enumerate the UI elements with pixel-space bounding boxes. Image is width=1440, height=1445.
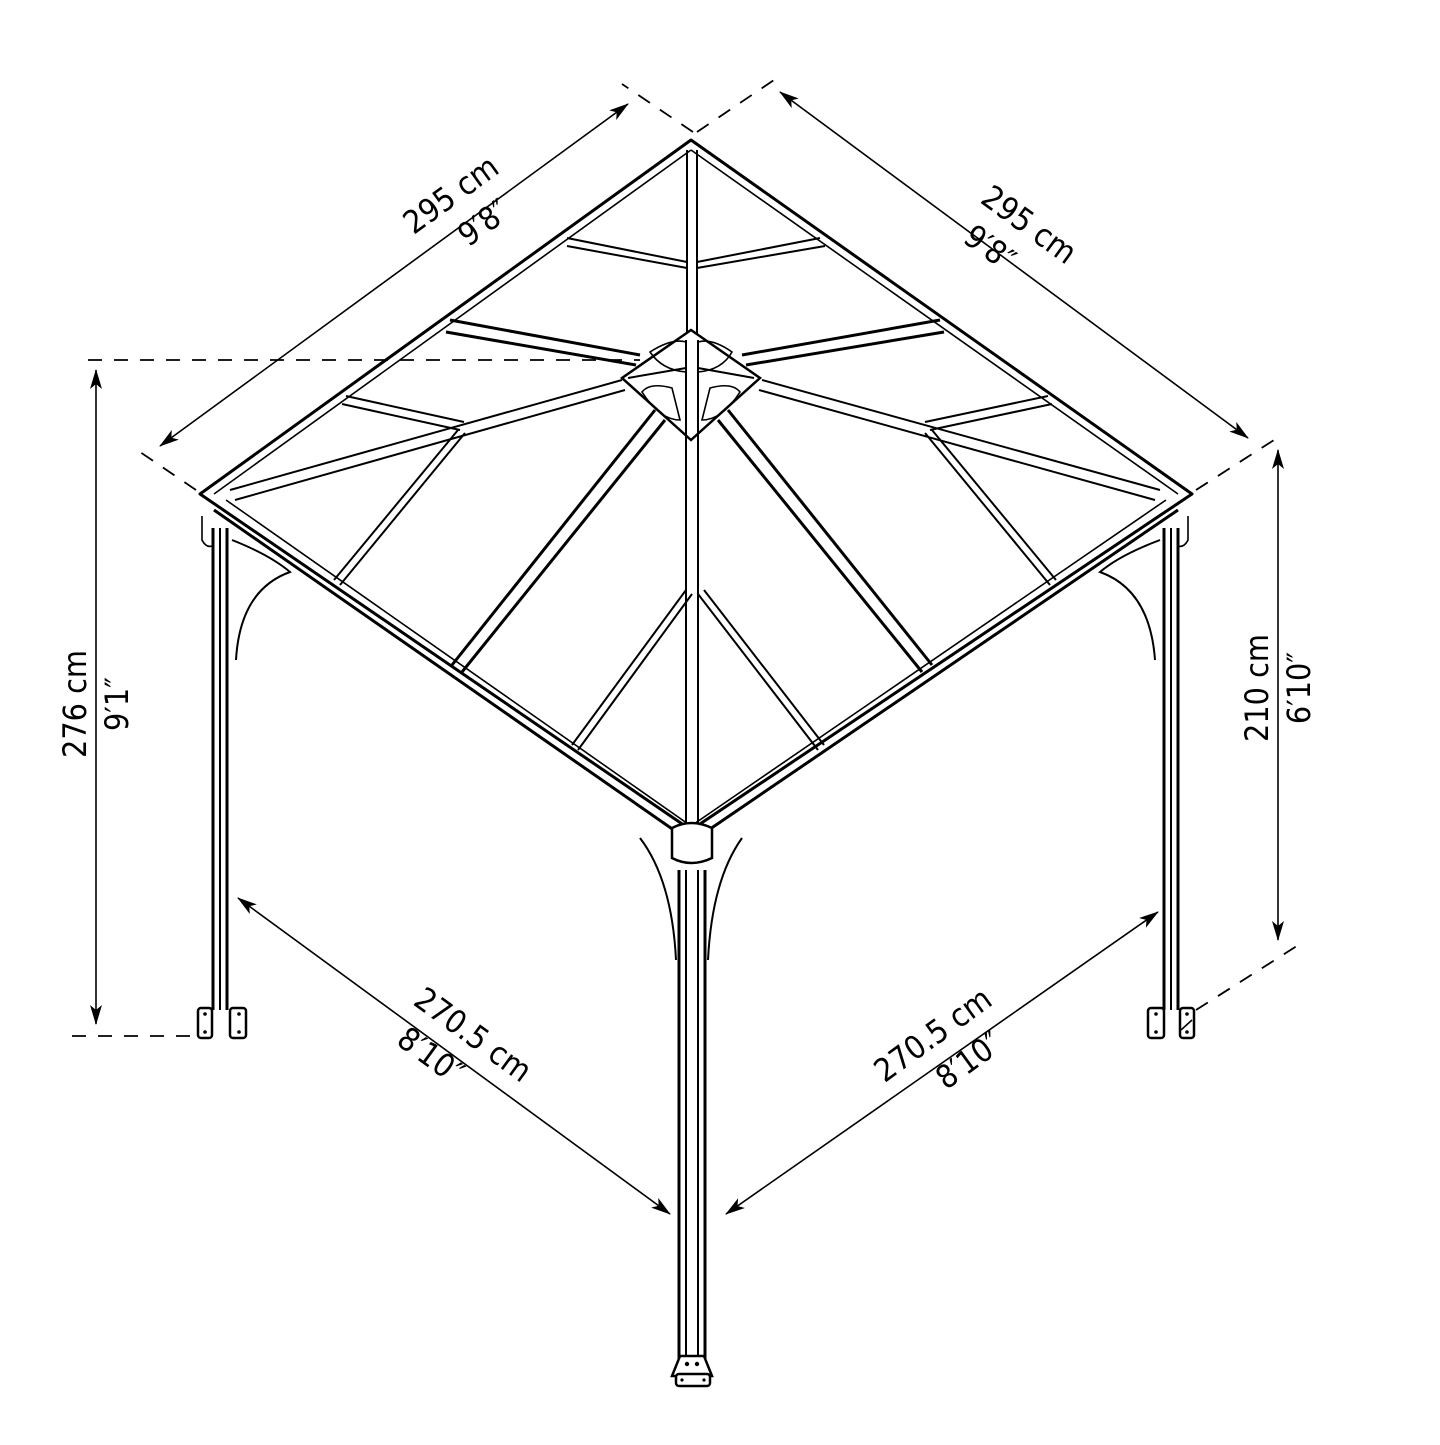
post-right — [1098, 516, 1196, 1040]
posts — [196, 516, 1196, 1388]
roof-hub — [619, 328, 763, 442]
dimension-lines — [72, 79, 1301, 1215]
label-eave-height-metric: 210 cm — [1238, 634, 1276, 742]
post-front — [639, 821, 743, 1388]
eave-beam — [213, 508, 1179, 844]
dim-roof-left — [159, 103, 629, 447]
dim-base-left — [237, 897, 671, 1215]
dim-roof-right — [779, 91, 1249, 439]
post-left — [196, 516, 292, 1040]
label-total-height-metric: 276 cm — [56, 650, 94, 758]
dim-base-right — [725, 911, 1159, 1215]
label-total-height-imperial: 9′1″ — [98, 677, 136, 731]
label-eave-height-imperial: 6′10″ — [1280, 652, 1318, 724]
